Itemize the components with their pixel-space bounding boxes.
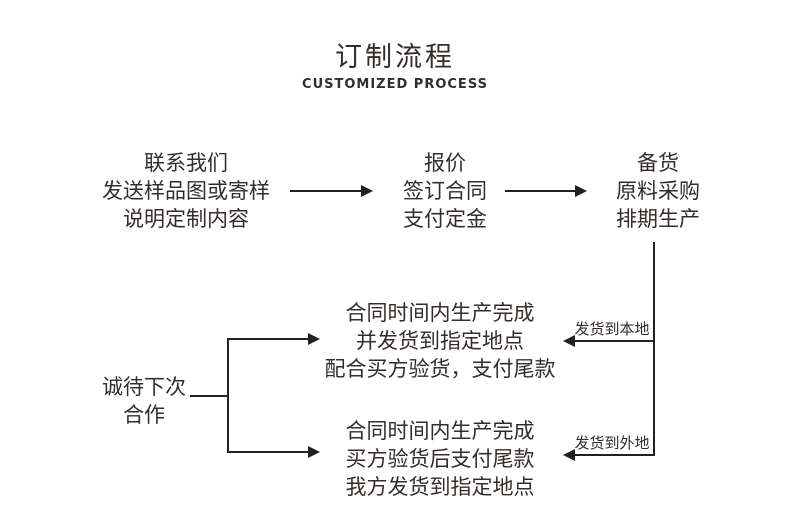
step-stock-line-1: 备货 [637,151,679,175]
step-stock-line-3: 排期生产 [616,207,700,231]
branch-bracket-line [227,338,229,453]
branch-local-line-3: 配合买方验货，支付尾款 [324,357,556,381]
branch-remote-line-1: 合同时间内生产完成 [345,419,535,443]
step-quote: 报价 签订合同 支付定金 [345,149,545,233]
stock-flow-down-line [653,242,655,456]
branch-remote-line-3: 我方发货到指定地点 [345,475,535,499]
arrow-contact-to-quote [290,185,373,197]
branch-local-block: 合同时间内生产完成 并发货到指定地点 配合买方验货，支付尾款 [320,299,560,383]
page-subtitle: CUSTOMIZED PROCESS [302,77,488,92]
closing-note: 诚待下次 合作 [64,373,224,429]
arrow-quote-to-stock [505,185,587,197]
step-contact-line-2: 发送样品图或寄样 [102,179,270,203]
ship-remote-label: 发货到外地 [574,434,650,452]
closing-connector-line [190,395,228,397]
step-contact-line-3: 说明定制内容 [123,207,249,231]
page-title: 订制流程 [335,42,455,73]
ship-local-label: 发货到本地 [574,320,650,338]
closing-line-2: 合作 [123,403,165,427]
branch-remote-line-2: 买方验货后支付尾款 [345,447,535,471]
arrow-to-branch-local [227,333,320,345]
step-contact: 联系我们 发送样品图或寄样 说明定制内容 [86,149,286,233]
step-stock-line-2: 原料采购 [616,179,700,203]
step-contact-line-1: 联系我们 [144,151,228,175]
step-stock: 备货 原料采购 排期生产 [558,149,758,233]
closing-line-1: 诚待下次 [102,375,186,399]
branch-local-line-2: 并发货到指定地点 [356,329,524,353]
arrow-to-branch-remote [227,446,320,458]
arrow-ship-local [563,335,655,347]
arrow-ship-remote [563,449,655,461]
step-quote-line-2: 签订合同 [403,179,487,203]
branch-remote-block: 合同时间内生产完成 买方验货后支付尾款 我方发货到指定地点 [320,417,560,501]
step-quote-line-1: 报价 [424,151,466,175]
branch-local-line-1: 合同时间内生产完成 [345,301,535,325]
step-quote-line-3: 支付定金 [403,207,487,231]
